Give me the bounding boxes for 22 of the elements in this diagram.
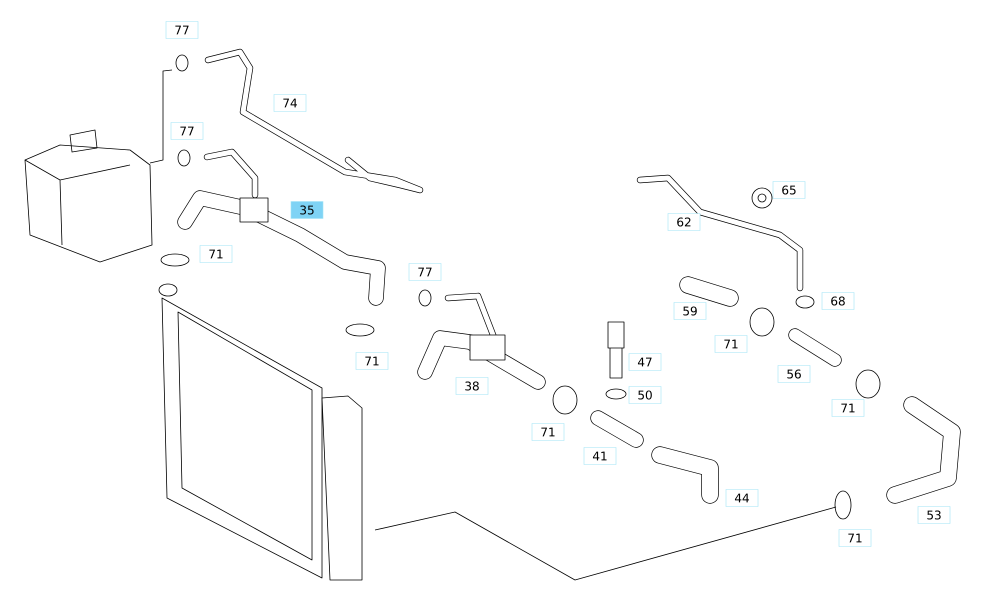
callout-number: 74 (274, 94, 306, 112)
callout-number: 77 (170, 122, 204, 140)
callout-number: 71 (838, 529, 872, 547)
callout-number: 65 (772, 181, 806, 199)
callout-number: 56 (778, 365, 810, 383)
callout-number: 77 (408, 263, 442, 281)
callout-number: 53 (918, 506, 950, 524)
callout-number: 35 (290, 201, 324, 219)
callout-number: 41 (584, 447, 616, 465)
callout-number: 50 (628, 386, 662, 404)
callout-number: 71 (532, 423, 564, 441)
callout-number: 62 (668, 213, 700, 231)
callout-number: 47 (628, 353, 662, 371)
callout-number: 38 (456, 377, 488, 395)
callout-number: 59 (674, 302, 706, 320)
callout-number: 44 (726, 489, 758, 507)
callout-number: 71 (356, 352, 388, 370)
callout-number: 71 (832, 399, 864, 417)
callout-number: 71 (714, 335, 748, 353)
callout-number: 77 (166, 21, 198, 39)
callout-number: 68 (822, 292, 854, 310)
callout-number: 71 (200, 245, 232, 263)
